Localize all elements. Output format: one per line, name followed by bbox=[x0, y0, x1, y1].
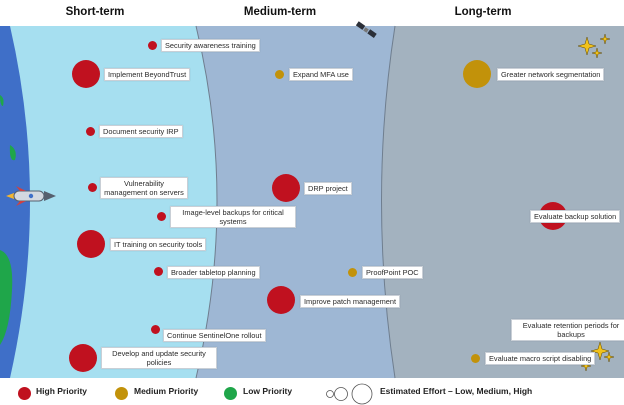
item-label: Continue SentinelOne rollout bbox=[163, 329, 266, 342]
medium-long-boundary bbox=[381, 25, 396, 379]
item-label: Evaluate macro script disabling bbox=[485, 352, 596, 365]
item-label: Broader tabletop planning bbox=[167, 266, 260, 279]
earth-land bbox=[0, 250, 13, 345]
short-term-title: Short-term bbox=[65, 6, 125, 18]
high-priority-high-effort-dot bbox=[77, 230, 105, 258]
high-priority-low-effort-dot bbox=[86, 127, 95, 136]
medium-priority-high-effort-dot bbox=[463, 60, 491, 88]
medium-priority-low-effort-dot bbox=[275, 70, 284, 79]
high-priority-low-effort-dot bbox=[148, 41, 157, 50]
rocket-icon bbox=[6, 186, 56, 206]
sparkle-stars-top bbox=[577, 33, 611, 59]
legend-low-label: Low Priority bbox=[243, 386, 293, 396]
roadmap-background bbox=[0, 21, 624, 379]
high-priority-high-effort-dot bbox=[272, 174, 300, 202]
effort-circles-icon bbox=[326, 383, 373, 405]
item-label: Greater network segmentation bbox=[497, 68, 605, 81]
high-priority-low-effort-dot bbox=[88, 183, 97, 192]
high-priority-high-effort-dot bbox=[69, 344, 97, 372]
medium-priority-low-effort-dot bbox=[471, 354, 480, 363]
low-priority-swatch bbox=[224, 387, 237, 400]
short-term-zone bbox=[0, 26, 217, 378]
item-label: Expand MFA use bbox=[289, 68, 353, 81]
item-label: DRP project bbox=[304, 182, 352, 195]
item-label: Improve patch management bbox=[300, 295, 401, 308]
sparkle-stars-bottom bbox=[580, 341, 615, 372]
item-label: IT training on security tools bbox=[110, 238, 207, 251]
high-priority-high-effort-dot bbox=[72, 60, 100, 88]
legend-effort-label: Estimated Effort – Low, Medium, High bbox=[380, 386, 533, 396]
satellite-icon bbox=[355, 21, 377, 38]
item-label: Evaluate backup solution bbox=[530, 210, 621, 223]
earth-island bbox=[9, 145, 16, 161]
medium-priority-low-effort-dot bbox=[348, 268, 357, 277]
item-label: Vulnerability management on servers bbox=[100, 177, 188, 199]
medium-priority-swatch bbox=[115, 387, 128, 400]
legend-medium-label: Medium Priority bbox=[134, 386, 199, 396]
high-priority-low-effort-dot bbox=[154, 267, 163, 276]
earth-island-small bbox=[0, 95, 4, 106]
item-label: Implement BeyondTrust bbox=[104, 68, 191, 81]
item-label: Evaluate retention periods for backups bbox=[511, 319, 624, 341]
long-term-title: Long-term bbox=[454, 6, 512, 18]
item-label: Security awareness training bbox=[161, 39, 260, 52]
high-priority-high-effort-dot bbox=[267, 286, 295, 314]
high-priority-low-effort-dot bbox=[157, 212, 166, 221]
medium-term-title: Medium-term bbox=[243, 6, 317, 18]
item-label: Develop and update security policies bbox=[101, 347, 217, 369]
legend-high-label: High Priority bbox=[36, 386, 88, 396]
item-label: ProofPoint POC bbox=[362, 266, 423, 279]
high-priority-low-effort-dot bbox=[151, 325, 160, 334]
item-label: Image-level backups for critical systems bbox=[170, 206, 296, 228]
item-label: Document security IRP bbox=[99, 125, 183, 138]
high-priority-swatch bbox=[18, 387, 31, 400]
